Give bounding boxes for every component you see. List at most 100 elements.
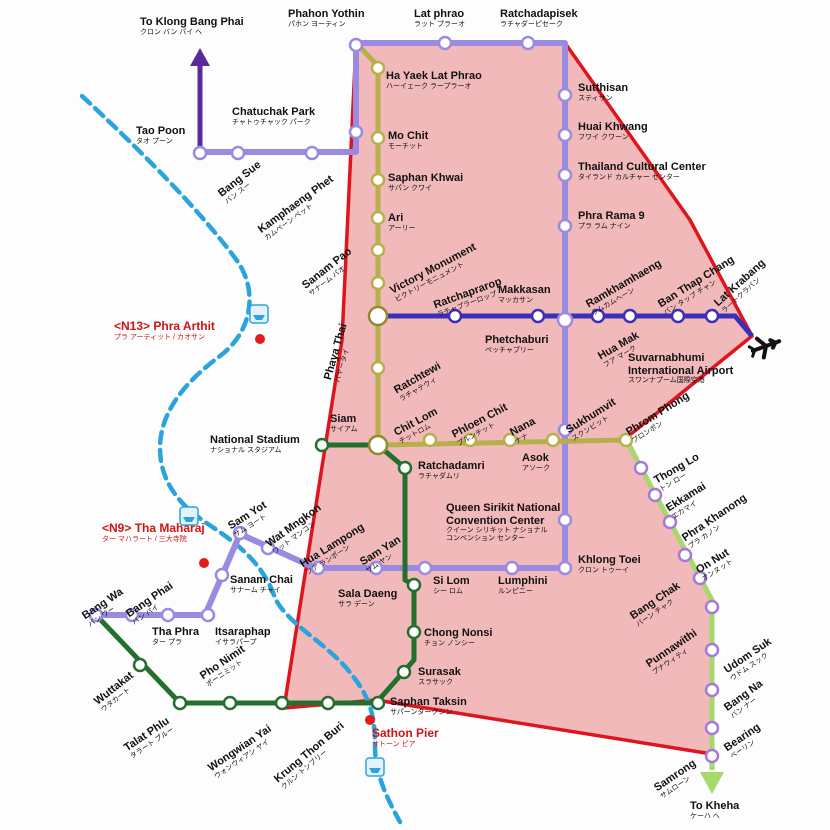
station-krung-thon bbox=[320, 695, 336, 711]
pier-phra-arthit bbox=[255, 334, 265, 344]
station-victory bbox=[370, 275, 386, 291]
station-bang-wa bbox=[88, 607, 104, 623]
station-huai-khwang bbox=[557, 127, 573, 143]
station-phahon-yothin bbox=[348, 37, 364, 53]
station-national-stadium bbox=[314, 437, 330, 453]
station-pho-nimit bbox=[222, 695, 238, 711]
airport-rail-link bbox=[378, 313, 754, 338]
station-phloen-chit bbox=[462, 432, 478, 448]
station-kamphaeng bbox=[304, 145, 320, 161]
station-bearing bbox=[704, 720, 720, 736]
station-bang-na bbox=[704, 682, 720, 698]
pier-sathon bbox=[365, 715, 375, 725]
station-wuttakat bbox=[132, 657, 148, 673]
arrow-down-icon bbox=[700, 772, 724, 794]
station-chatuchak bbox=[348, 124, 364, 140]
station-thong-lo bbox=[633, 460, 649, 476]
station-sam-yan bbox=[368, 560, 384, 576]
station-tha-phra bbox=[160, 607, 176, 623]
station-udom-suk bbox=[704, 642, 720, 658]
station-ratchatewi bbox=[370, 360, 386, 376]
station-lat-krabang bbox=[704, 308, 720, 324]
station-sukhumvit bbox=[557, 422, 573, 438]
station-chit-lom bbox=[422, 432, 438, 448]
station-nana bbox=[502, 432, 518, 448]
station-phaya-thai bbox=[367, 305, 389, 327]
station-itsaraphap bbox=[200, 607, 216, 623]
station-punnawithi bbox=[704, 599, 720, 615]
station-sanam-chai bbox=[214, 567, 230, 583]
station-wongwian-yai bbox=[274, 695, 290, 711]
stations bbox=[88, 35, 720, 764]
station-phrom-phong bbox=[618, 432, 634, 448]
station-lat-phrao bbox=[437, 35, 453, 51]
station-saphan-khwai bbox=[370, 172, 386, 188]
station-hua-lamphong bbox=[310, 560, 326, 576]
station-tao-poon bbox=[192, 145, 208, 161]
station-surasak bbox=[396, 664, 412, 680]
station-ratchadapisek bbox=[520, 35, 536, 51]
station-ban-thap-chang bbox=[670, 308, 686, 324]
station-ekkamai bbox=[647, 487, 663, 503]
arrow-up-icon bbox=[190, 48, 210, 66]
station-asok bbox=[545, 432, 561, 448]
station-bang-sue bbox=[230, 145, 246, 161]
station-ratchaprarop bbox=[447, 308, 463, 324]
station-ratchadamri bbox=[397, 460, 413, 476]
station-sutthisan bbox=[557, 87, 573, 103]
station-bang-phai bbox=[124, 607, 140, 623]
boat-icon bbox=[365, 757, 385, 777]
station-sala-daeng bbox=[406, 577, 422, 593]
station-phetchaburi bbox=[556, 311, 574, 329]
boat-icon bbox=[249, 304, 269, 324]
station-ha-yaek bbox=[370, 60, 386, 76]
station-phra-rama9 bbox=[557, 218, 573, 234]
station-mo-chit bbox=[370, 130, 386, 146]
station-bang-chak bbox=[692, 570, 708, 586]
station-saphan-taksin bbox=[370, 695, 386, 711]
station-qsncc bbox=[557, 512, 573, 528]
station-thailand-cultural bbox=[557, 167, 573, 183]
boat-icon bbox=[179, 506, 199, 526]
station-siam bbox=[367, 434, 389, 456]
pier-tha-maharaj bbox=[199, 558, 209, 568]
station-samrong bbox=[704, 748, 720, 764]
station-makkasan bbox=[530, 308, 546, 324]
station-si-lom-mrt bbox=[417, 560, 433, 576]
station-phra-khanong bbox=[662, 514, 678, 530]
station-talat-phlu bbox=[172, 695, 188, 711]
station-sam-yot bbox=[232, 525, 248, 541]
station-hua-mak bbox=[622, 308, 638, 324]
station-wat-mangkon bbox=[260, 540, 276, 556]
